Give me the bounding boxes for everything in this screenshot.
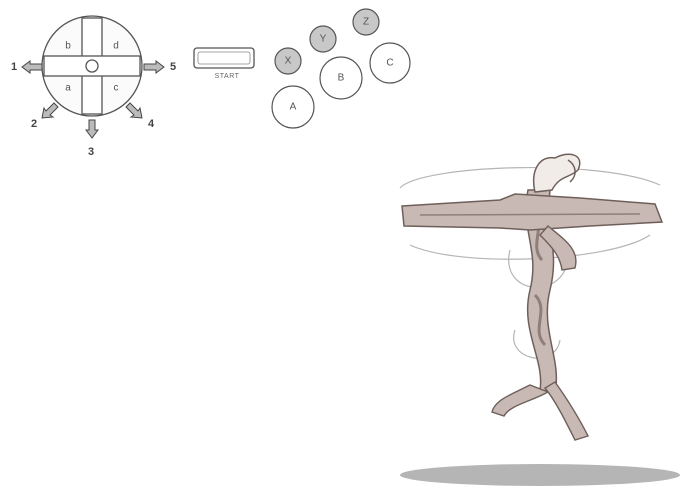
a-button-label: A [290,102,297,113]
dpad-label-lower-right: c [114,83,119,94]
dpad-label-lower-left: a [65,83,71,94]
x-button-label: X [285,56,292,67]
b-button-label: B [338,73,345,84]
dpad-center [86,60,98,72]
direction-number-1: 1 [11,61,17,73]
dpad-label-upper-right: d [113,41,119,52]
direction-number-5: 5 [170,61,176,73]
figure-left-leg [492,385,548,416]
start-button [188,44,266,74]
direction-number-2: 2 [31,118,37,130]
dpad-label-upper-left: b [65,41,71,52]
arrow-down-left-icon [42,103,58,118]
spinning-figure-illustration [380,130,684,490]
arrow-down-right-icon [126,103,142,118]
figure-arms [402,194,662,230]
dpad-diagram: b d a c [0,0,190,160]
direction-number-4: 4 [148,118,154,130]
motion-line [400,168,660,188]
figure-head-tuft [534,154,580,192]
arrow-right-icon [144,61,164,73]
ground-shadow [400,464,680,486]
direction-number-3: 3 [88,146,94,158]
figure-arm-shading [420,214,640,215]
arrow-down-icon [86,120,98,138]
face-buttons: X Y Z B C A [262,0,422,140]
z-button-label: Z [363,17,369,28]
y-button-label: Y [320,34,327,45]
arrow-left-icon [22,61,42,73]
c-button-label: C [386,58,393,69]
figure-right-leg [545,382,588,440]
start-button-label: START [198,73,256,80]
